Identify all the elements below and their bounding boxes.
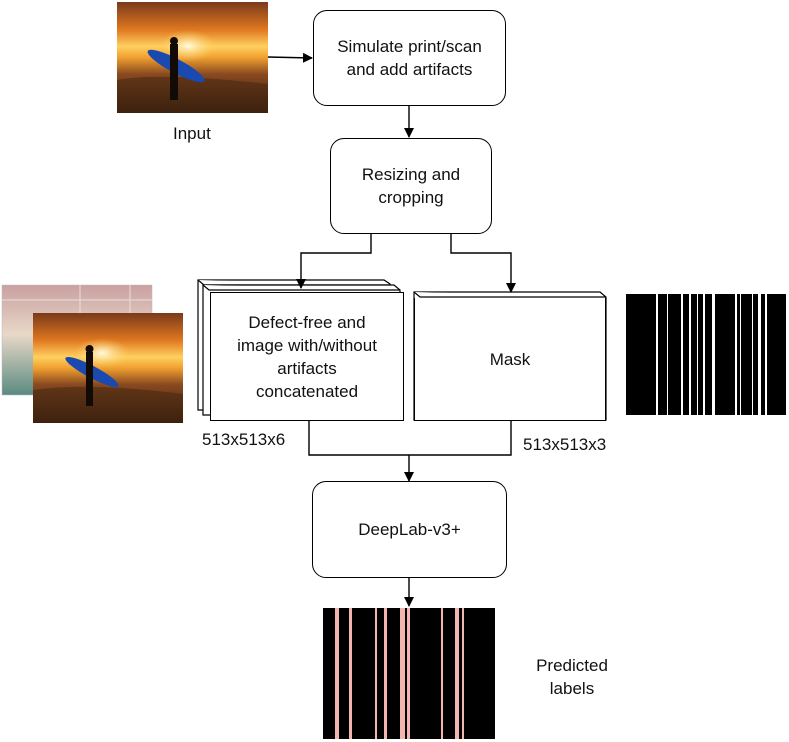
deeplab-label: DeepLab-v3+ [358,520,461,539]
simulate-label: Simulate print/scan and add artifacts [337,37,482,79]
concat-label: Defect-free and image with/without artif… [237,312,377,401]
predicted-labels-image [323,608,495,739]
dim-right-label: 513x513x3 [523,435,607,454]
input-caption: Input [173,124,211,143]
connectors [267,52,516,607]
predicted-caption: Predicted labels [536,656,608,698]
concat-box: Defect-free and image with/without artif… [210,292,404,421]
mask-image [626,294,786,415]
stacked-photos [1,284,183,423]
mask-label: Mask [489,349,531,369]
resize-box: Resizing and cropping [330,138,492,234]
simulate-box: Simulate print/scan and add artifacts [313,10,506,106]
deeplab-box: DeepLab-v3+ [312,481,507,578]
mask-box: Mask [414,298,606,421]
dim-left-label: 513x513x6 [202,430,286,449]
resize-label: Resizing and cropping [361,165,461,207]
input-photo [117,2,268,113]
